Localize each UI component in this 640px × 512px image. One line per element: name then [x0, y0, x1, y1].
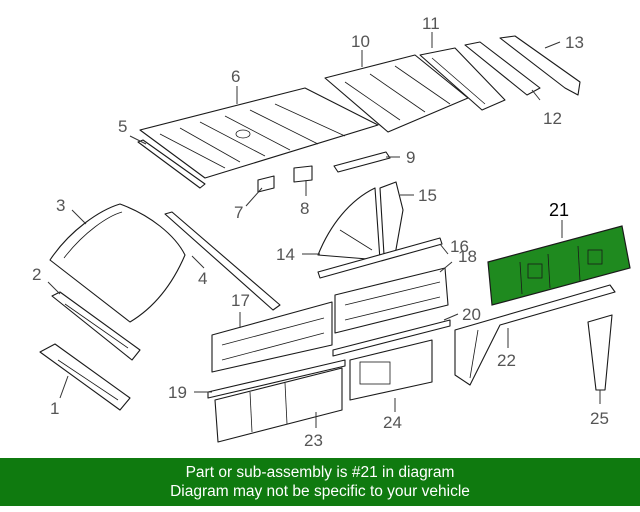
callout-labels: 6 5 10 11 12 13 7 8 9 3 4 2 1 14 15 16 1… [32, 14, 609, 450]
part-16-sill [317, 237, 443, 279]
callout-22: 22 [497, 351, 516, 370]
callout-10: 10 [351, 32, 370, 51]
part-19-sill-strip [207, 359, 346, 399]
part-24-door-panel [349, 339, 433, 401]
callout-15: 15 [418, 186, 437, 205]
part-1-cowl-panel [39, 343, 131, 411]
part-2-cowl [51, 291, 141, 361]
callout-3: 3 [56, 196, 65, 215]
callout-24: 24 [383, 413, 402, 432]
part-13-rear-header [499, 35, 581, 96]
footer-line-2: Diagram may not be specific to your vehi… [170, 483, 470, 500]
part-6-roof-panel [139, 87, 379, 179]
callout-20: 20 [462, 305, 481, 324]
footer-banner: Part or sub-assembly is #21 in diagram D… [0, 458, 640, 506]
callout-4: 4 [198, 269, 207, 288]
part-25-pillar [587, 314, 613, 391]
part-14-quarter-inner [317, 187, 381, 261]
part-9-bow [333, 151, 391, 173]
callout-17: 17 [231, 291, 250, 310]
part-22-floor-frame [454, 284, 616, 386]
part-18-side-panel [334, 267, 449, 334]
callout-9: 9 [406, 148, 415, 167]
part-12-header-panel [464, 41, 541, 96]
callout-6: 6 [231, 67, 240, 86]
callout-14: 14 [276, 245, 295, 264]
callout-11: 11 [422, 14, 440, 33]
callout-25: 25 [590, 409, 609, 428]
part-17-side-panel [211, 301, 333, 373]
part-20-sill-strip [332, 319, 451, 357]
callout-18: 18 [458, 247, 477, 266]
parts-diagram: 6 5 10 11 12 13 7 8 9 3 4 2 1 14 15 16 1… [32, 14, 631, 450]
part-3-windshield [49, 203, 186, 323]
part-4-a-pillar [164, 211, 281, 311]
part-5-roof-rail [137, 139, 206, 189]
part-15-pillar [379, 181, 404, 256]
footer-line-1: Part or sub-assembly is #21 in diagram [185, 464, 455, 481]
callout-5: 5 [118, 117, 127, 136]
callout-1: 1 [50, 399, 59, 418]
callout-19: 19 [168, 383, 187, 402]
callout-2: 2 [32, 265, 41, 284]
callout-16: 16 [450, 237, 469, 256]
callout-21: 21 [549, 200, 569, 220]
part-23-door-panel [214, 367, 343, 443]
part-11-roof-bow [419, 47, 506, 111]
leader-lines [47, 32, 601, 428]
part-8-bracket [293, 165, 313, 183]
part-21-highlighted-panel [487, 225, 631, 306]
callout-23: 23 [304, 431, 323, 450]
callout-8: 8 [300, 199, 309, 218]
callout-7: 7 [234, 203, 243, 222]
callout-13: 13 [565, 33, 584, 52]
callout-12: 12 [543, 109, 562, 128]
